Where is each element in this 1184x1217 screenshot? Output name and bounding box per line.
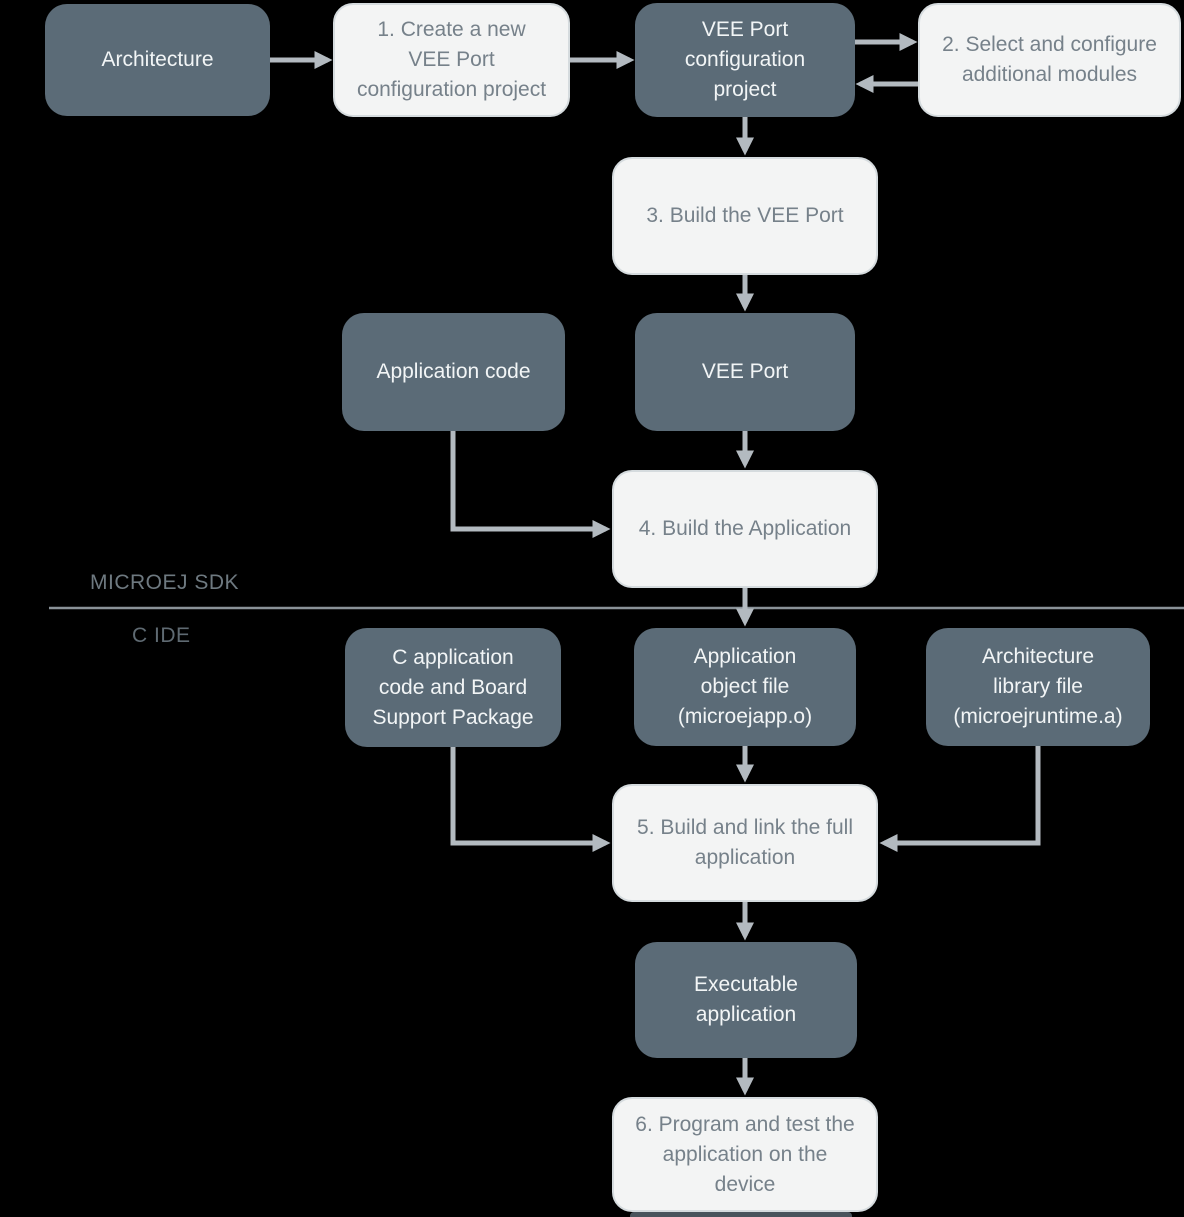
arrow-architecture-library-to-step5 <box>879 746 1041 852</box>
arrow-c-application-to-step5 <box>450 747 611 852</box>
node-step3-build-vee-port: 3. Build the VEE Port <box>612 157 878 275</box>
node-application-object-file: Application object file (microejapp.o) <box>634 628 856 746</box>
arrow-application-code-to-step4 <box>450 431 611 538</box>
node-step6-program-test-device: 6. Program and test the application on t… <box>612 1097 878 1212</box>
node-application-code: Application code <box>342 313 565 431</box>
node-vee-port: VEE Port <box>635 313 855 431</box>
node-step1-create-config-project: 1. Create a new VEE Port configuration p… <box>333 3 570 117</box>
node-step5-build-link-full-application: 5. Build and link the full application <box>612 784 878 902</box>
node-step4-build-application: 4. Build the Application <box>612 470 878 588</box>
node-step2-select-configure-modules: 2. Select and configure additional modul… <box>918 3 1181 117</box>
section-label-microej-sdk: MICROEJ SDK <box>90 571 240 594</box>
node-executable-application: Executable application <box>635 942 857 1058</box>
node-vee-port-configuration-project: VEE Port configuration project <box>635 3 855 117</box>
section-label-c-ide: C IDE <box>132 624 191 647</box>
node-architecture: Architecture <box>45 4 270 116</box>
bottom-cutoff-node-sliver <box>630 1212 852 1217</box>
node-c-application-bsp: C application code and Board Support Pac… <box>345 628 561 747</box>
node-architecture-library-file: Architecture library file (microejruntim… <box>926 628 1150 746</box>
